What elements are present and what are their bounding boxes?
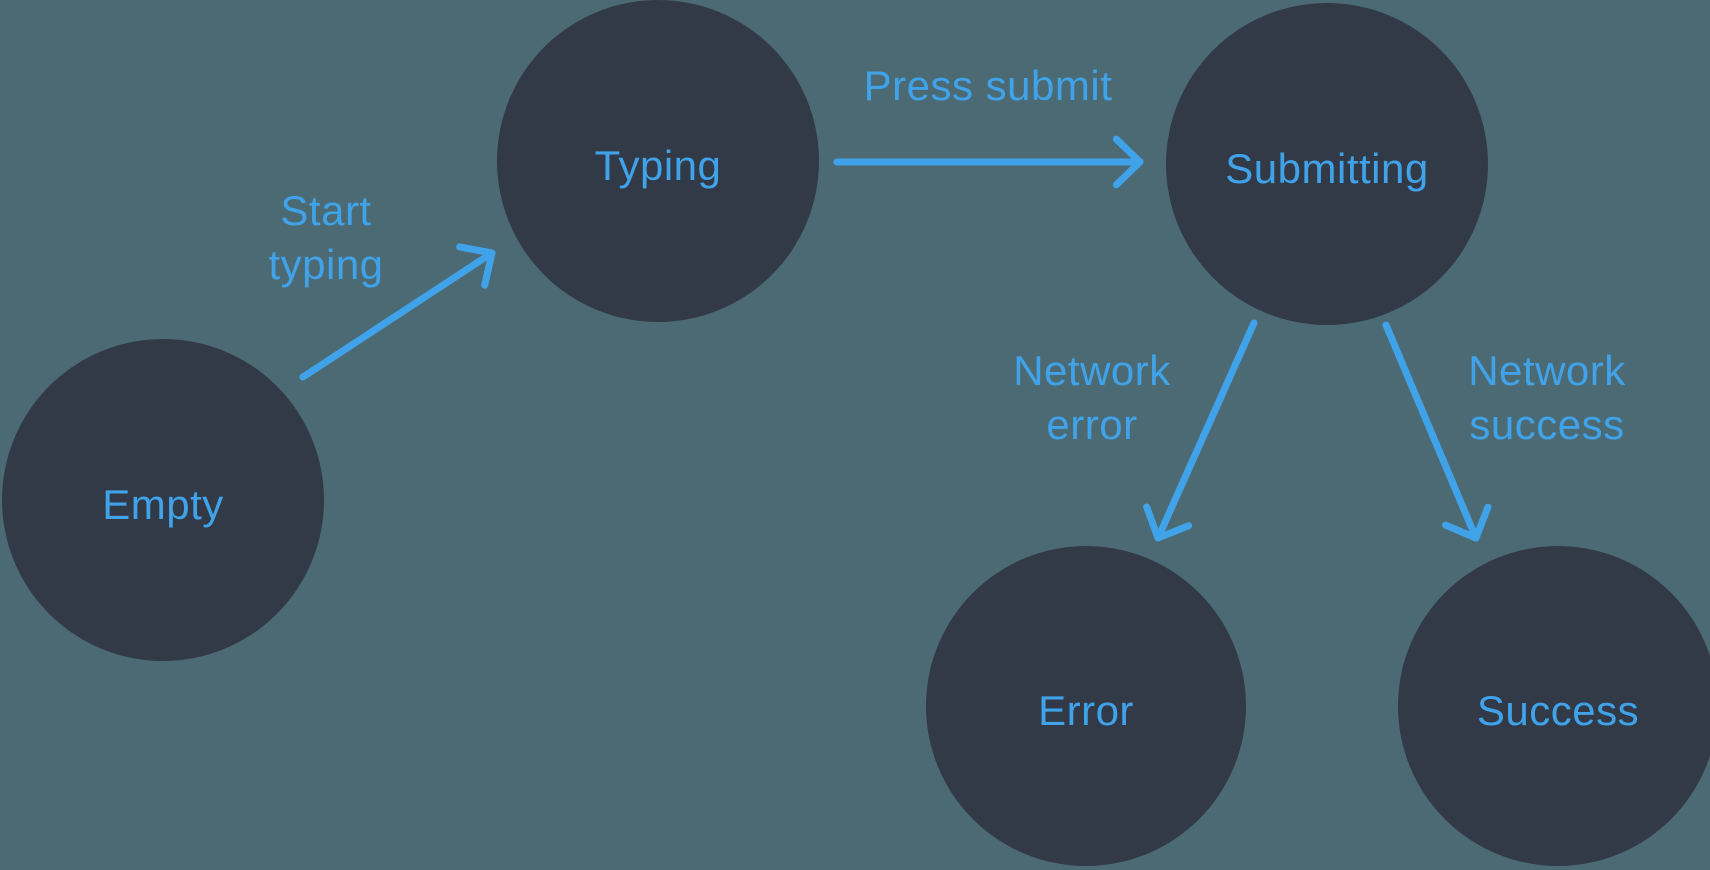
transition-arrow-start-typing	[299, 243, 496, 381]
transition-label-line: Start	[280, 187, 372, 234]
arrow-shaft	[1382, 321, 1480, 542]
transition-label-line: Network	[1013, 347, 1171, 394]
transition-arrow-press-submit	[833, 135, 1144, 189]
state-label-submitting: Submitting	[1225, 145, 1429, 192]
state-label-typing: Typing	[594, 142, 722, 189]
state-label-error: Error	[1038, 687, 1134, 734]
transition-label-press-submit: Press submit	[864, 59, 1113, 113]
transition-label-start-typing: Start typing	[268, 184, 383, 292]
arrow-shaft	[1154, 319, 1258, 542]
transition-label-line: typing	[268, 241, 384, 288]
state-node-success: Success	[1398, 546, 1710, 866]
transition-label-line: Press submit	[863, 62, 1113, 109]
state-node-empty: Empty	[2, 339, 324, 661]
state-node-typing: Typing	[497, 0, 819, 322]
state-label-success: Success	[1476, 687, 1640, 734]
state-node-error: Error	[926, 546, 1246, 866]
transition-label-line: error	[1046, 401, 1138, 448]
arrowhead-icon	[456, 243, 496, 289]
transition-label-line: success	[1469, 401, 1625, 448]
arrowhead-icon	[1143, 503, 1193, 542]
state-label-empty: Empty	[102, 481, 224, 528]
transition-label-network-success: Network success	[1468, 344, 1626, 452]
transition-label-line: Network	[1468, 347, 1626, 394]
transition-arrow-network-success	[1382, 321, 1492, 542]
transition-arrow-network-error	[1143, 319, 1258, 542]
arrowhead-icon	[1112, 135, 1144, 189]
state-node-submitting: Submitting	[1166, 3, 1488, 325]
arrowhead-icon	[1442, 503, 1492, 542]
transition-label-network-error: Network error	[1013, 344, 1171, 452]
arrow-shaft	[299, 249, 496, 381]
